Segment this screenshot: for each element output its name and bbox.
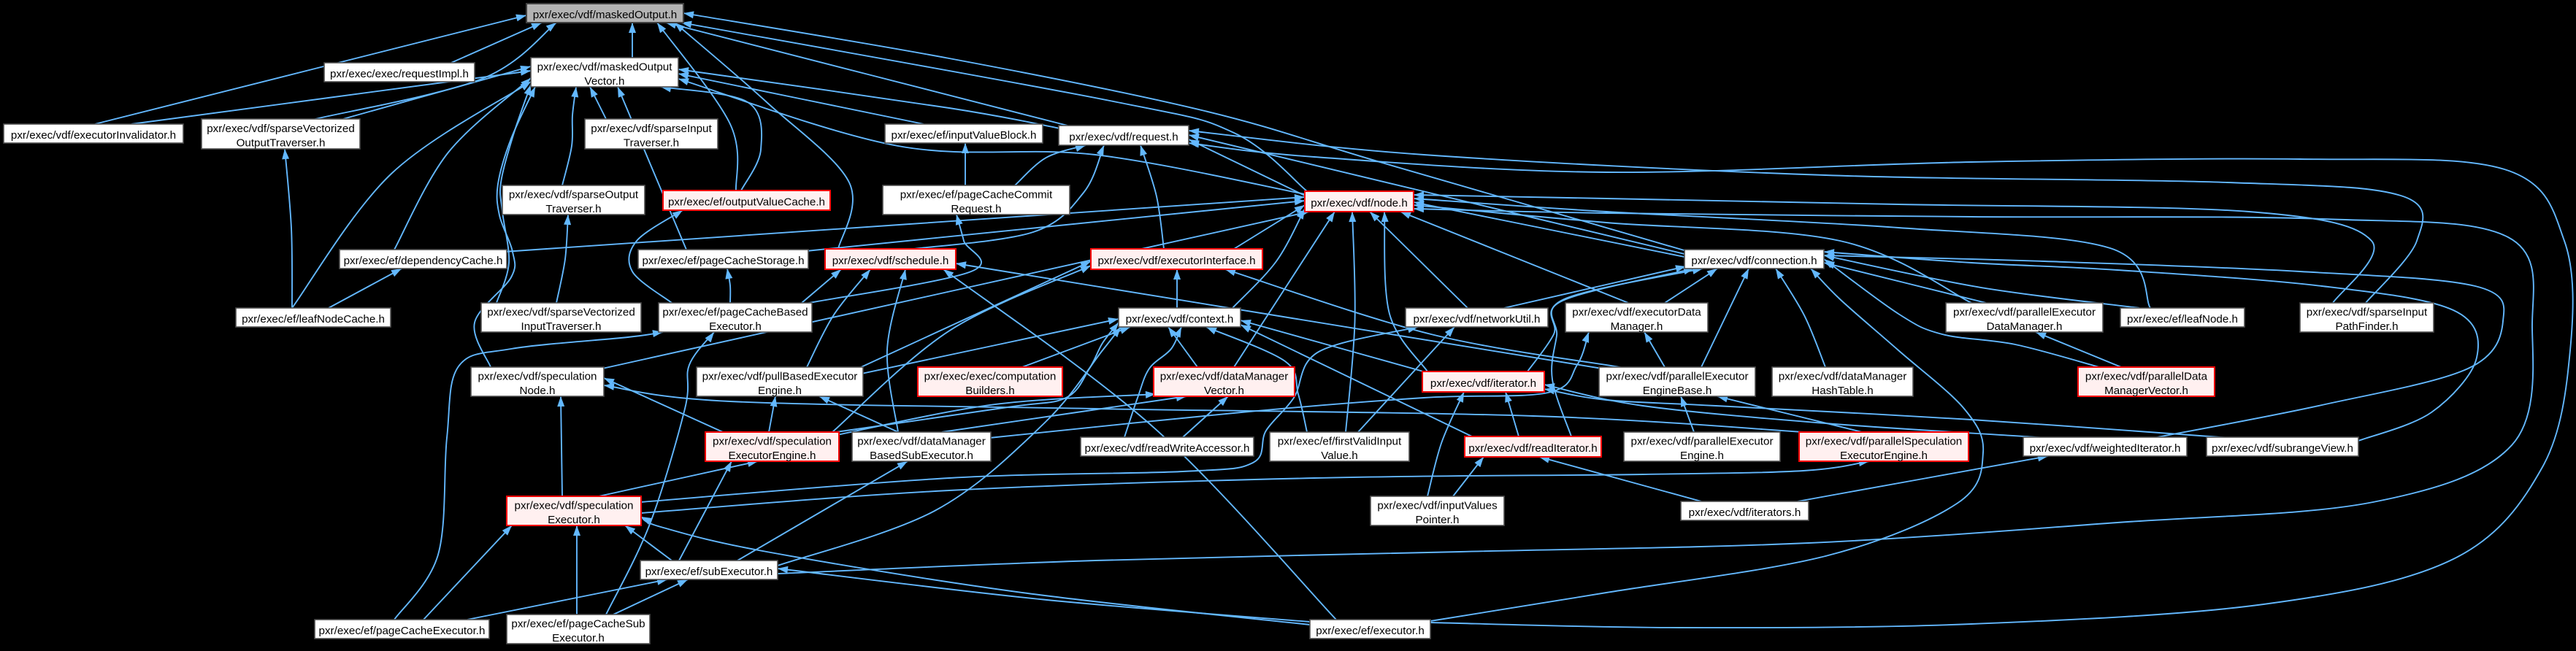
svg-text:pxr/exec/vdf/parallelExecutor: pxr/exec/vdf/parallelExecutor [1631, 435, 1774, 447]
svg-text:pxr/exec/vdf/executorInterface: pxr/exec/vdf/executorInterface.h [1097, 255, 1255, 267]
svg-text:pxr/exec/ef/subExecutor.h: pxr/exec/ef/subExecutor.h [645, 566, 773, 578]
svg-text:pxr/exec/ef/dependencyCache.h: pxr/exec/ef/dependencyCache.h [344, 255, 503, 267]
svg-text:pxr/exec/vdf/request.h: pxr/exec/vdf/request.h [1069, 131, 1178, 144]
svg-text:HashTable.h: HashTable.h [1812, 385, 1873, 397]
svg-text:Traverser.h: Traverser.h [624, 136, 679, 149]
svg-text:pxr/exec/vdf/parallelData: pxr/exec/vdf/parallelData [2085, 370, 2208, 382]
svg-text:Vector.h: Vector.h [1204, 385, 1244, 397]
svg-text:pxr/exec/ef/executor.h: pxr/exec/ef/executor.h [1316, 625, 1425, 637]
svg-text:Pointer.h: Pointer.h [1416, 514, 1460, 526]
svg-text:pxr/exec/ef/inputValueBlock.h: pxr/exec/ef/inputValueBlock.h [892, 129, 1037, 142]
svg-text:DataManager.h: DataManager.h [1987, 320, 2063, 333]
svg-text:pxr/exec/vdf/parallelExecutor: pxr/exec/vdf/parallelExecutor [1606, 370, 1749, 382]
svg-text:pxr/exec/vdf/executorData: pxr/exec/vdf/executorData [1572, 306, 1701, 318]
svg-text:pxr/exec/exec/requestImpl.h: pxr/exec/exec/requestImpl.h [330, 68, 469, 80]
svg-text:pxr/exec/vdf/readWriteAccessor: pxr/exec/vdf/readWriteAccessor.h [1085, 442, 1250, 455]
svg-text:pxr/exec/vdf/dataManager: pxr/exec/vdf/dataManager [1160, 370, 1289, 382]
svg-text:pxr/exec/ef/leafNode.h: pxr/exec/ef/leafNode.h [2127, 313, 2238, 326]
svg-text:BasedSubExecutor.h: BasedSubExecutor.h [870, 450, 973, 462]
svg-text:ManagerVector.h: ManagerVector.h [2104, 385, 2188, 397]
svg-text:pxr/exec/ef/pageCacheBased: pxr/exec/ef/pageCacheBased [662, 306, 808, 318]
svg-text:pxr/exec/vdf/iterators.h: pxr/exec/vdf/iterators.h [1689, 506, 1801, 519]
svg-text:pxr/exec/vdf/readIterator.h: pxr/exec/vdf/readIterator.h [1468, 442, 1597, 455]
svg-text:pxr/exec/ef/pageCacheStorage.h: pxr/exec/ef/pageCacheStorage.h [642, 255, 804, 267]
svg-text:pxr/exec/ef/leafNodeCache.h: pxr/exec/ef/leafNodeCache.h [242, 313, 385, 326]
svg-text:pxr/exec/vdf/connection.h: pxr/exec/vdf/connection.h [1691, 255, 1817, 267]
svg-text:pxr/exec/ef/pageCacheExecutor.: pxr/exec/ef/pageCacheExecutor.h [319, 625, 486, 637]
svg-text:PathFinder.h: PathFinder.h [2335, 320, 2398, 333]
svg-text:Builders.h: Builders.h [965, 385, 1015, 397]
svg-text:pxr/exec/vdf/node.h: pxr/exec/vdf/node.h [1311, 197, 1408, 209]
svg-text:pxr/exec/vdf/networkUtil.h: pxr/exec/vdf/networkUtil.h [1414, 313, 1541, 326]
svg-text:OutputTraverser.h: OutputTraverser.h [237, 136, 326, 149]
svg-text:pxr/exec/ef/outputValueCache.h: pxr/exec/ef/outputValueCache.h [668, 196, 825, 209]
svg-text:pxr/exec/ef/pageCacheSub: pxr/exec/ef/pageCacheSub [511, 617, 645, 630]
svg-text:pxr/exec/vdf/parallelSpeculati: pxr/exec/vdf/parallelSpeculation [1806, 435, 1962, 447]
svg-text:pxr/exec/vdf/speculation: pxr/exec/vdf/speculation [478, 370, 597, 382]
svg-text:pxr/exec/vdf/parallelExecutor: pxr/exec/vdf/parallelExecutor [1953, 306, 2096, 318]
svg-text:pxr/exec/exec/computation: pxr/exec/exec/computation [924, 370, 1057, 382]
svg-text:Vector.h: Vector.h [585, 75, 625, 88]
svg-text:pxr/exec/vdf/weightedIterator.: pxr/exec/vdf/weightedIterator.h [2030, 442, 2181, 455]
svg-text:pxr/exec/vdf/sparseVectorized: pxr/exec/vdf/sparseVectorized [207, 123, 355, 135]
svg-text:pxr/exec/vdf/context.h: pxr/exec/vdf/context.h [1126, 313, 1234, 326]
svg-text:Executor.h: Executor.h [548, 514, 600, 526]
svg-text:InputTraverser.h: InputTraverser.h [521, 320, 601, 333]
svg-text:pxr/exec/vdf/maskedOutput: pxr/exec/vdf/maskedOutput [537, 61, 673, 73]
svg-text:pxr/exec/vdf/inputValues: pxr/exec/vdf/inputValues [1377, 499, 1498, 512]
svg-text:pxr/exec/vdf/iterator.h: pxr/exec/vdf/iterator.h [1430, 377, 1536, 390]
svg-text:ExecutorEngine.h: ExecutorEngine.h [729, 450, 816, 462]
svg-text:pxr/exec/vdf/sparseInput: pxr/exec/vdf/sparseInput [591, 123, 712, 135]
svg-text:Executor.h: Executor.h [709, 320, 762, 333]
svg-text:Value.h: Value.h [1321, 450, 1357, 462]
svg-text:Traverser.h: Traverser.h [545, 203, 601, 215]
svg-text:pxr/exec/vdf/sparseVectorized: pxr/exec/vdf/sparseVectorized [487, 306, 635, 318]
svg-text:pxr/exec/vdf/dataManager: pxr/exec/vdf/dataManager [1779, 370, 1907, 382]
svg-text:Engine.h: Engine.h [1680, 450, 1724, 462]
svg-text:pxr/exec/vdf/maskedOutput.h: pxr/exec/vdf/maskedOutput.h [533, 9, 678, 21]
svg-text:Node.h: Node.h [520, 385, 556, 397]
svg-text:pxr/exec/vdf/executorInvalidat: pxr/exec/vdf/executorInvalidator.h [11, 129, 176, 142]
svg-text:pxr/exec/vdf/pullBasedExecutor: pxr/exec/vdf/pullBasedExecutor [702, 370, 858, 382]
svg-text:pxr/exec/vdf/subrangeView.h: pxr/exec/vdf/subrangeView.h [2212, 442, 2353, 455]
svg-text:Manager.h: Manager.h [1611, 320, 1663, 333]
svg-text:pxr/exec/vdf/schedule.h: pxr/exec/vdf/schedule.h [832, 255, 949, 267]
svg-text:Request.h: Request.h [951, 203, 1001, 215]
svg-text:ExecutorEngine.h: ExecutorEngine.h [1840, 450, 1928, 462]
svg-text:Executor.h: Executor.h [552, 632, 605, 644]
svg-text:EngineBase.h: EngineBase.h [1643, 385, 1712, 397]
svg-text:pxr/exec/vdf/dataManager: pxr/exec/vdf/dataManager [857, 435, 986, 447]
svg-text:pxr/exec/ef/pageCacheCommit: pxr/exec/ef/pageCacheCommit [900, 188, 1053, 201]
svg-text:Engine.h: Engine.h [758, 385, 802, 397]
svg-text:pxr/exec/vdf/speculation: pxr/exec/vdf/speculation [515, 499, 634, 512]
svg-text:pxr/exec/vdf/sparseOutput: pxr/exec/vdf/sparseOutput [509, 188, 639, 201]
svg-text:pxr/exec/vdf/sparseInput: pxr/exec/vdf/sparseInput [2307, 306, 2428, 318]
svg-text:pxr/exec/ef/firstValidInput: pxr/exec/ef/firstValidInput [1278, 435, 1402, 447]
svg-text:pxr/exec/vdf/speculation: pxr/exec/vdf/speculation [713, 435, 832, 447]
